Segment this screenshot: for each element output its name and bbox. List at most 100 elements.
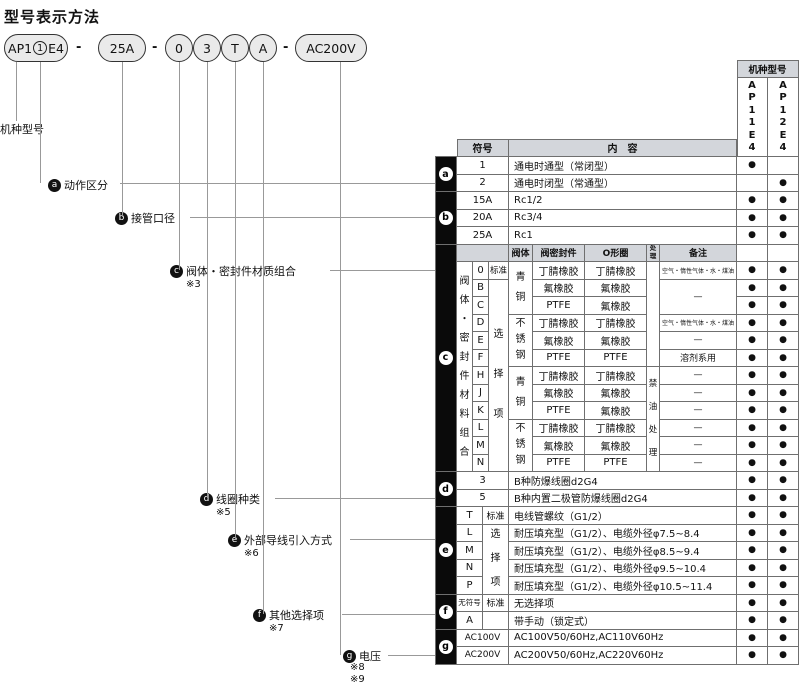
dot-cell-ap11e4: ● [737, 349, 768, 367]
table-border [737, 60, 799, 61]
c-subheader-oring: O形圈 [585, 244, 647, 262]
dot-cell-ap12e4: ● [768, 647, 799, 665]
c-oring-cell: 丁腈橡胶 [585, 314, 647, 332]
c-subheader-left [457, 244, 509, 262]
c-subheader-valve-seal: 阀密封件 [533, 244, 585, 262]
select-label-cell: 选 择 项 [483, 524, 509, 595]
c-subheader-treatment: 处 理 [647, 244, 660, 262]
dot-cell-ap11e4: ● [737, 577, 768, 595]
c-symbol-cell: C [473, 297, 489, 315]
dot-cell-ap12e4: ● [768, 262, 799, 280]
symbol-cell: AC200V [457, 647, 509, 665]
connector-line [190, 217, 435, 218]
content-cell: 通电时通型（常闭型） [509, 157, 737, 175]
dot-cell-ap12e4: ● [768, 297, 799, 315]
section-letter-b: b [438, 210, 453, 225]
connector-line [330, 270, 435, 271]
section-marker-d: d [435, 472, 457, 507]
dot-cell-ap12e4: ● [768, 577, 799, 595]
dot-cell-ap12e4: ● [768, 402, 799, 420]
label-circle-b: b [115, 211, 128, 225]
dot-cell-ap11e4: ● [737, 262, 768, 280]
symbol-cell: 无符号 [457, 594, 483, 612]
label-circle-d: d [200, 492, 213, 506]
section-marker-a: a [435, 157, 457, 192]
c-oring-cell: 氟橡胶 [585, 437, 647, 455]
c-valve-body-cell: 青 铜 [509, 367, 533, 420]
label-material-combo: c 阀体・密封件材质组合 [170, 263, 296, 279]
dot-cell-ap12e4: ● [768, 367, 799, 385]
c-symbol-cell: F [473, 349, 489, 367]
c-remark-cell: — [660, 384, 737, 402]
label-text: 阀体・密封件材质组合 [186, 265, 296, 278]
c-seal-cell: 氟橡胶 [533, 332, 585, 350]
c-oring-cell: 氟橡胶 [585, 402, 647, 420]
table-border [737, 60, 738, 157]
dot-cell-ap12e4: ● [768, 314, 799, 332]
page-title: 型号表示方法 [4, 8, 101, 26]
dot-cell-ap11e4: ● [737, 559, 768, 577]
header-model-ap11e4: A P 1 1 E 4 [737, 78, 768, 157]
c-oring-cell: PTFE [585, 349, 647, 367]
connector-line [207, 62, 208, 498]
dot-cell-ap11e4: ● [737, 647, 768, 665]
label-circle-e: e [228, 533, 241, 547]
dot-cell-ap12e4: ● [768, 384, 799, 402]
dot-cell-ap11e4: ● [737, 629, 768, 647]
c-oring-cell: 丁腈橡胶 [585, 367, 647, 385]
c-valve-body-cell: 不 锈 钢 [509, 314, 533, 367]
c-symbol-cell: E [473, 332, 489, 350]
dot-cell-ap12e4: ● [768, 332, 799, 350]
model-oval-voltage: AC200V [295, 34, 367, 62]
c-symbol-cell: J [473, 384, 489, 402]
c-symbol-cell: 0 [473, 262, 489, 280]
note-7: ※7 [269, 623, 284, 634]
dot-cell-ap12e4: ● [768, 192, 799, 210]
header-model-ap12e4: A P 1 2 E 4 [768, 78, 799, 157]
label-circle-f: f [253, 608, 266, 622]
separator-dash: - [283, 40, 289, 55]
content-cell: 无选择项 [509, 594, 737, 612]
std-cell: 标准 [483, 507, 509, 525]
c-symbol-cell: K [473, 402, 489, 420]
dot-cell-ap11e4: ● [737, 524, 768, 542]
connector-line [342, 614, 435, 615]
c-remark-cell: — [660, 402, 737, 420]
dot-cell-ap11e4: ● [737, 454, 768, 472]
c-symbol-cell: N [473, 454, 489, 472]
label-circle-g: g [343, 649, 356, 663]
dot-cell-ap12e4: ● [768, 419, 799, 437]
std-cell [483, 612, 509, 630]
symbol-cell: 5 [457, 489, 509, 507]
label-text: 动作区分 [64, 179, 108, 192]
c-valve-body-cell: 不 锈 钢 [509, 419, 533, 472]
c-seal-cell: 丁腈橡胶 [533, 419, 585, 437]
model-oval-bore: 25A [98, 34, 146, 62]
dot-cell-ap11e4: ● [737, 367, 768, 385]
c-oring-cell: PTFE [585, 454, 647, 472]
series-suffix: E4 [48, 40, 64, 56]
connector-line [122, 62, 123, 217]
dot-cell-ap11e4: ● [737, 279, 768, 297]
model-oval-series: AP1 1 E4 [4, 34, 68, 62]
symbol-cell: A [457, 612, 483, 630]
c-subheader-valve-body: 阀体 [509, 244, 533, 262]
dot-cell-ap12e4: ● [768, 454, 799, 472]
c-remark-cell: 溶剂系用 [660, 349, 737, 367]
dot-cell-ap11e4 [737, 244, 768, 262]
header-symbol: 符号 [457, 139, 509, 157]
section-letter-a: a [438, 167, 453, 181]
c-oring-cell: 氟橡胶 [585, 332, 647, 350]
content-cell: Rc1/2 [509, 192, 737, 210]
dot-cell-ap11e4: ● [737, 472, 768, 490]
label-text: 接管口径 [131, 212, 175, 225]
symbol-cell: 25A [457, 227, 509, 245]
symbol-cell: M [457, 542, 483, 560]
content-cell: 电线管螺纹（G1/2） [509, 507, 737, 525]
dot-cell-ap12e4: ● [768, 472, 799, 490]
c-select-label: 选 择 项 [489, 279, 509, 472]
dot-cell-ap11e4: ● [737, 209, 768, 227]
label-text: 线圈种类 [216, 493, 260, 506]
symbol-cell: 2 [457, 174, 509, 192]
c-oring-cell: 氟橡胶 [585, 297, 647, 315]
